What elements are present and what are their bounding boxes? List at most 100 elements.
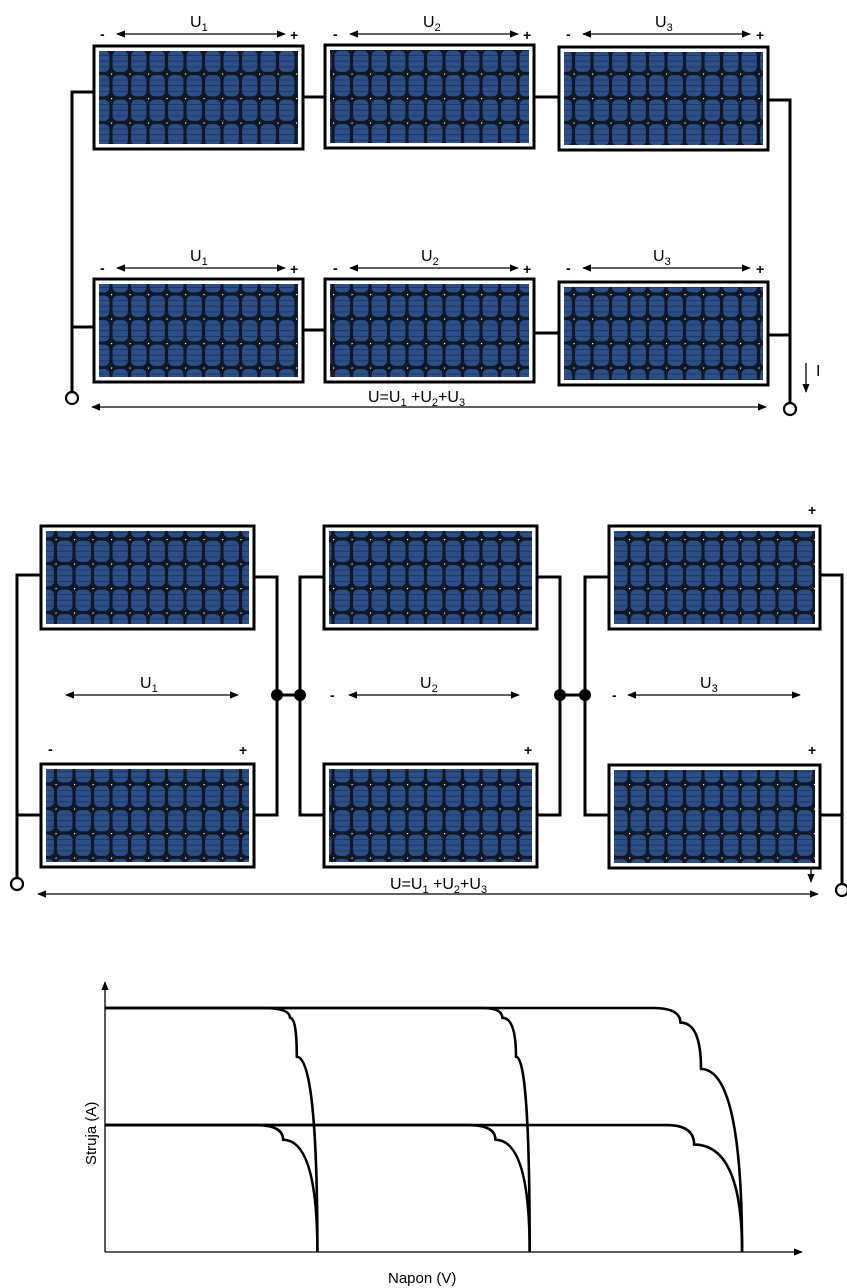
- terminal-right: [782, 401, 798, 417]
- minus-sign: -: [333, 260, 338, 276]
- total-voltage-label: U=U1 +U2+U3: [91, 389, 767, 411]
- voltage-symbol: U: [190, 248, 202, 265]
- solar-module: [322, 762, 539, 869]
- plus-sign: +: [756, 27, 764, 43]
- module-voltage-label: - + U1: [100, 14, 298, 43]
- solar-module: [557, 280, 770, 387]
- plus-sign: +: [808, 742, 816, 758]
- voltage-subscript: 2: [433, 256, 439, 268]
- voltage-symbol: U: [190, 14, 202, 31]
- total-voltage-part: +U: [460, 876, 481, 893]
- voltage-symbol: U: [653, 248, 665, 265]
- voltage-symbol: U: [421, 248, 433, 265]
- voltage-symbol: U: [700, 675, 712, 692]
- module-voltage-label: - + U3: [566, 14, 764, 43]
- svg-text:U2: U2: [423, 14, 441, 34]
- voltage-symbol: U: [655, 14, 667, 31]
- iv-curve-6: [105, 1123, 744, 1253]
- total-voltage-sub: 1: [422, 884, 428, 896]
- iv-curve-4: [105, 1123, 319, 1253]
- svg-text:U3: U3: [700, 675, 718, 695]
- iv-curves: [105, 1006, 744, 1253]
- junction-dot: [271, 689, 283, 701]
- terminal-left: [64, 390, 80, 406]
- solar-module: [92, 277, 305, 384]
- plus-sign: +: [808, 502, 816, 518]
- svg-text:U3: U3: [655, 14, 673, 34]
- module-voltage-label: - + U2: [333, 14, 531, 43]
- minus-sign: -: [566, 26, 571, 42]
- junction-dot: [579, 689, 591, 701]
- module-voltage-label: - + U1: [100, 248, 298, 277]
- current-arrow: I: [802, 363, 820, 393]
- minus-sign: -: [333, 26, 338, 42]
- total-voltage-label: U=U1 +U2+U3: [37, 876, 819, 898]
- module-voltage-label: - + U2: [333, 248, 531, 277]
- group-voltage-label: - U2 +: [330, 675, 532, 758]
- total-voltage-part: +U: [429, 876, 454, 893]
- iv-chart: Struja (A) Napon (V): [83, 981, 803, 1287]
- wiring: [64, 90, 798, 417]
- plus-sign: +: [290, 261, 298, 277]
- solar-module: [323, 43, 536, 150]
- svg-text:U=U1 +U2+U3: U=U1 +U2+U3: [390, 876, 487, 896]
- parallel-series-diagram: U1 - + - U2 + - U3 + + U=U1 +U2+U3: [9, 502, 847, 898]
- group-voltage-label: - U3 + +: [612, 502, 816, 758]
- total-voltage-sub: 3: [459, 397, 465, 409]
- solar-module: [322, 524, 539, 631]
- voltage-subscript: 3: [712, 683, 718, 695]
- voltage-subscript: 3: [665, 256, 671, 268]
- iv-curve-3: [105, 1006, 744, 1253]
- total-voltage-sub: 2: [432, 397, 438, 409]
- plus-sign: +: [523, 261, 531, 277]
- terminal-right: [834, 882, 847, 898]
- junction-dot: [294, 689, 306, 701]
- svg-text:U1: U1: [140, 675, 158, 695]
- voltage-subscript: 2: [435, 22, 441, 34]
- total-voltage-part: U=U: [390, 876, 422, 893]
- module-voltage-label: - + U3: [566, 248, 764, 277]
- svg-text:U1: U1: [190, 14, 208, 34]
- svg-text:U1: U1: [190, 248, 208, 268]
- svg-text:U=U1 +U2+U3: U=U1 +U2+U3: [368, 389, 465, 409]
- series-string-diagram: - + U1 - + U2 - + U3 - + U1 - + U2: [64, 14, 820, 417]
- plus-sign: +: [523, 27, 531, 43]
- total-voltage-sub: 1: [400, 397, 406, 409]
- iv-curve-1: [105, 1006, 319, 1253]
- voltage-symbol: U: [423, 14, 435, 31]
- minus-sign: -: [566, 260, 571, 276]
- wiring: [9, 573, 847, 898]
- solar-module: [39, 762, 256, 869]
- solar-module: [39, 524, 256, 631]
- voltage-subscript: 3: [667, 22, 673, 34]
- voltage-symbol: U: [420, 675, 432, 692]
- plus-sign: +: [239, 742, 247, 758]
- svg-text:U2: U2: [421, 248, 439, 268]
- svg-text:U2: U2: [420, 675, 438, 695]
- minus-sign: -: [48, 741, 53, 757]
- total-voltage-part: +U: [438, 389, 459, 406]
- minus-sign: -: [100, 26, 105, 42]
- voltage-subscript: 1: [152, 683, 158, 695]
- solar-module: [607, 524, 822, 631]
- solar-module: [323, 277, 536, 384]
- voltage-symbol: U: [140, 675, 152, 692]
- plus-sign: +: [290, 27, 298, 43]
- voltage-subscript: 1: [202, 256, 208, 268]
- voltage-subscript: 1: [202, 22, 208, 34]
- minus-sign: -: [330, 687, 335, 703]
- solar-module: [92, 44, 305, 151]
- voltage-subscript: 2: [432, 683, 438, 695]
- total-voltage-part: U=U: [368, 389, 400, 406]
- svg-text:U3: U3: [653, 248, 671, 268]
- x-axis-label: Napon (V): [388, 1270, 456, 1287]
- plus-sign: +: [756, 261, 764, 277]
- y-axis-label: Struja (A): [83, 1102, 100, 1165]
- solar-module: [557, 45, 770, 152]
- total-voltage-part: +U: [407, 389, 432, 406]
- current-label: I: [816, 363, 820, 380]
- junction-dot: [554, 689, 566, 701]
- terminal-left: [9, 876, 25, 892]
- plus-sign: +: [524, 742, 532, 758]
